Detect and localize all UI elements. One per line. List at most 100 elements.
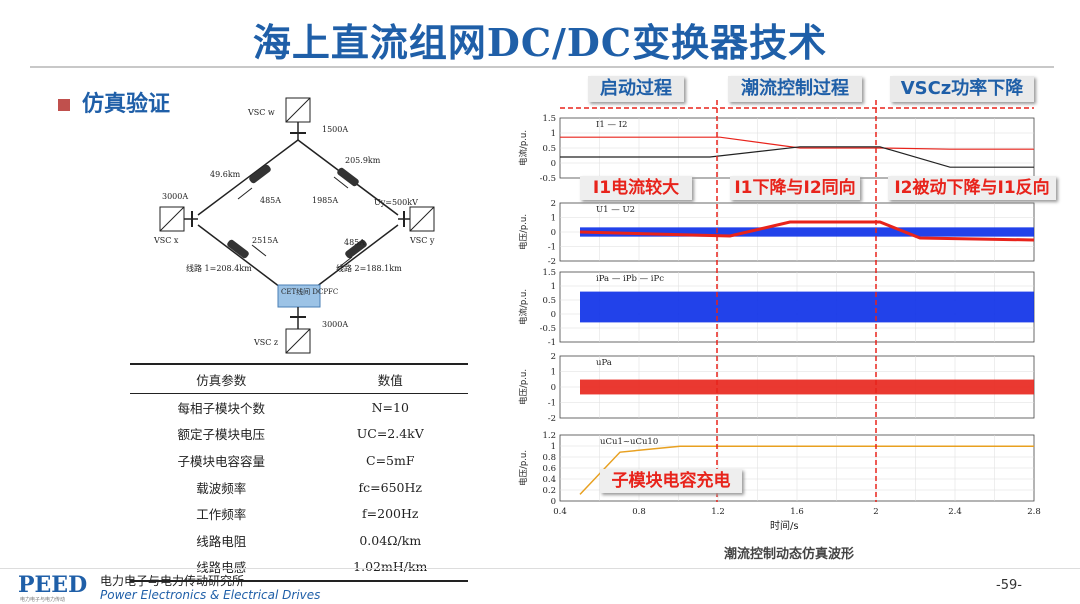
phase-start-label: 启动过程 [588,76,684,102]
legend-text: iPa — iPb — iPc [596,274,664,284]
waveform-panels: 1.510.50-0.5电流/p.u.I1 — I2210-1-2电压/p.u.… [518,114,1035,507]
inductor-icon [249,164,271,184]
y-tick-label: 2 [551,199,556,209]
col-header-param: 仿真参数 [130,363,313,394]
slide-title: 海上直流组网DC/DC变换器技术 [252,20,828,65]
converter-label: CET线间 DCPFC [281,287,338,296]
y-tick-label: 0.5 [542,144,556,154]
figure-caption: 潮流控制动态仿真波形 [724,547,855,562]
line-w-x [197,139,299,216]
y-tick-label: 1.5 [542,268,556,278]
y-axis-label: 电压/p.u. [518,369,529,405]
x-tick-label: 2 [873,507,878,517]
page-number: -59- [996,578,1022,593]
phase-vsc-label: VSCz功率下降 [890,76,1034,102]
x-tick-label: 0.4 [553,507,567,517]
y-tick-label: 0.8 [542,453,556,463]
x-tick-label: 1.6 [790,507,804,517]
param-name: 子模块电容容量 [177,453,266,469]
circuit-diagram: VSC w 1500A VSC x 3000A VSC y Uy=500kV C… [153,97,435,354]
current-yz: 485A [344,238,365,247]
param-value: C=5mF [366,452,415,468]
param-name: 工作频率 [196,507,247,523]
section-heading: 仿真验证 [58,86,170,118]
y-tick-label: 1 [551,442,556,452]
legend-text: U1 — U2 [596,205,635,215]
x-tick-label: 2.4 [948,507,962,517]
y-axis-label: 电压/p.u. [518,214,529,250]
trace-band [580,379,1034,395]
bullet-square-icon [58,99,70,111]
annotation-1: I1电流较大 [580,176,692,200]
y-tick-label: 1 [551,129,556,139]
table-header-row: 仿真参数 数值 [130,363,468,394]
y-tick-label: 0.6 [542,464,556,474]
y-tick-label: 1.5 [542,114,556,124]
section-label: 仿真验证 [82,92,171,117]
param-value: 0.04Ω/km [359,532,422,548]
line1-label: 线路 1=208.4km [186,263,252,273]
annotation-3: I2被动下降与I1反向 [888,176,1056,200]
distance-wx: 49.6km [210,170,241,179]
param-name: 每相子模块个数 [177,400,266,416]
y-tick-label: -2 [548,414,556,424]
current-xz: 2515A [252,236,278,245]
param-name: 线路电阻 [196,533,247,549]
trace-band [580,291,1034,323]
footer-divider [0,568,1080,569]
param-value: UC=2.4kV [356,426,424,442]
title-divider [30,66,1054,68]
y-tick-label: -2 [548,257,556,267]
legend-text: uCu1~uCu10 [600,437,658,447]
peed-logo: PEED [18,572,88,598]
vsc-x-label: VSC x [153,236,179,245]
current-z: 3000A [322,320,348,329]
vsc-y-label: VSC y [409,236,435,245]
table-row: 子模块电容容量 C=5mF [130,447,468,474]
col-header-value: 数值 [312,363,468,394]
inductor-icon [227,239,249,259]
logo-subtitle: 电力电子与电力传动 [20,597,66,603]
y-tick-label: -0.5 [540,324,556,334]
waveform-figure: 1.510.50-0.5电流/p.u.I1 — I2210-1-2电压/p.u.… [518,100,1041,532]
current-wy: 1985A [312,196,338,205]
x-tick-label: 2.8 [1027,507,1041,517]
y-tick-label: 1.2 [542,431,556,441]
trace-u1 [579,220,1035,242]
distance-wy: 205.9km [345,156,381,165]
vsc-w-label: VSC w [247,108,275,117]
y-tick-label: -1 [548,243,556,253]
y-tick-label: 0 [551,228,556,238]
trace-i1 [560,136,1034,150]
y-tick-label: -1 [548,399,556,409]
line2-label: 线路 2=188.1km [336,263,402,273]
x-axis-label: 时间/s [770,519,799,532]
inductor-icon [345,239,367,259]
y-tick-label: 0 [551,383,556,393]
voltage-y: Uy=500kV [374,198,418,207]
line-x-z [197,224,281,288]
arrow-icon [337,256,353,269]
y-axis-label: 电流/p.u. [518,289,529,325]
arrow-icon [333,176,349,189]
vsc-z-label: VSC z [253,338,278,347]
y-tick-label: 0.4 [542,475,556,485]
inductor-icon [337,167,359,187]
phase-flow-label: 潮流控制过程 [728,76,862,102]
dcpfc-box [277,284,321,308]
org-name-en: Power Electronics & Electrical Drives [100,588,321,602]
param-value: fc=650Hz [358,479,422,495]
table-row: 线路电阻 0.04Ω/km [130,527,468,554]
trace-band [580,227,1034,237]
legend-text: uPa [596,358,612,368]
param-name: 线路电感 [130,553,313,583]
trace-i2 [560,146,1034,168]
y-tick-label: 0 [551,159,556,169]
param-name: 额定子模块电压 [177,427,266,443]
y-tick-label: -0.5 [540,174,556,184]
y-tick-label: 0 [551,497,556,507]
